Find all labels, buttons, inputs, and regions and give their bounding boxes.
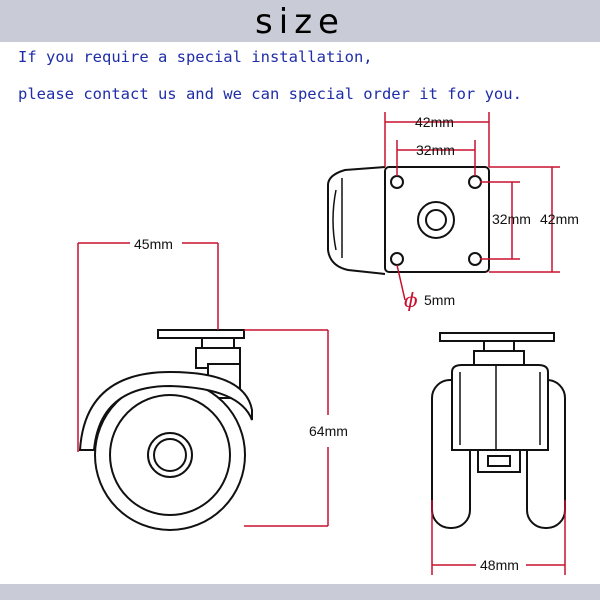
plate-hole-spacing-width-label: 32mm (416, 142, 455, 158)
hole-diameter-label: 5mm (424, 292, 455, 308)
plate-hole-spacing-height-label: 32mm (492, 211, 531, 227)
front-view (431, 332, 566, 529)
top-view (327, 166, 490, 275)
wheel-width-label: 48mm (480, 557, 519, 573)
wheel-hood (78, 370, 253, 451)
front-fork (451, 364, 549, 451)
footer-bar (0, 584, 600, 600)
side-view-dimension-lines (77, 242, 329, 527)
page-title: size (255, 2, 345, 42)
plate-outer-width-label: 42mm (415, 114, 454, 130)
side-view (78, 329, 253, 531)
front-view-dimension-lines (431, 500, 566, 575)
diameter-symbol: ϕ (404, 288, 418, 312)
header-bar (0, 0, 600, 42)
front-mounting-plate (439, 332, 555, 342)
plate-outer-height-label: 42mm (540, 211, 579, 227)
wheel-diameter-label: 45mm (134, 236, 173, 252)
notice-line-1: If you require a special installation, (18, 48, 373, 66)
swivel-bolt (425, 209, 447, 231)
side-wheel (94, 379, 246, 531)
swivel-boss (417, 201, 455, 239)
side-mounting-plate (157, 329, 245, 339)
overall-height-label: 64mm (309, 423, 348, 439)
notice-line-2: please contact us and we can special ord… (18, 85, 522, 103)
top-view-dimension-lines (384, 112, 560, 301)
mounting-plate (384, 166, 490, 273)
